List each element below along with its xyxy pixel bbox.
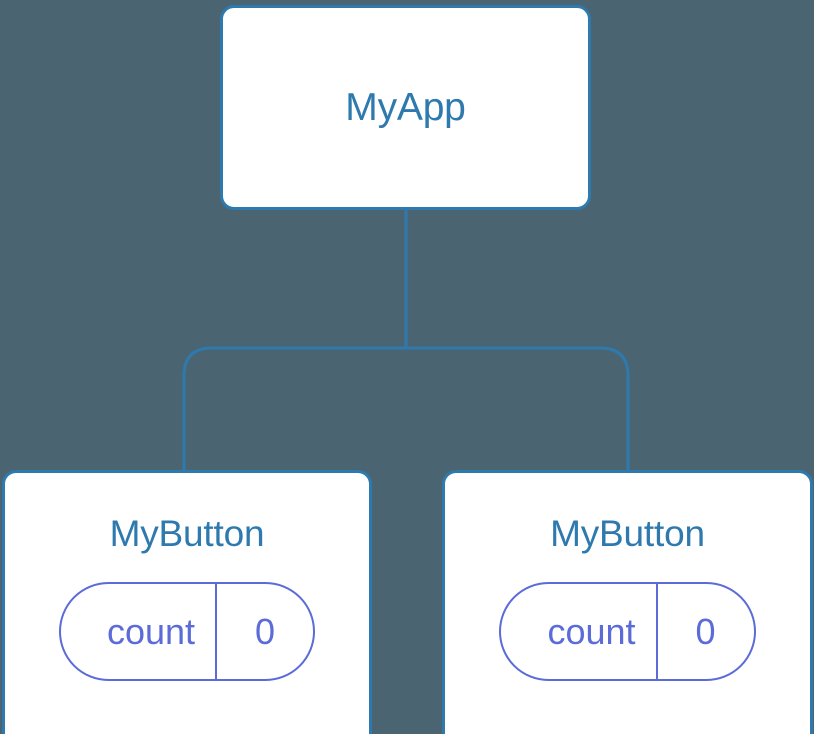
component-node-title: MyButton [109,513,265,554]
state-value-label: 0 [695,610,716,652]
state-value-label: 0 [255,610,276,652]
state-pill-key: count [501,584,655,679]
state-pill-value: 0 [658,584,754,679]
component-node-root[interactable]: MyApp [220,5,591,210]
state-pill-key: count [61,584,215,679]
state-pill-divider [215,584,218,679]
state-pill-value: 0 [217,584,313,679]
state-pill[interactable]: count 0 [58,582,316,681]
component-node-child-1[interactable]: MyButton count 0 [2,470,372,734]
state-pill[interactable]: count 0 [499,582,756,681]
state-key-label: count [547,610,636,652]
connector-branch-left [182,346,406,472]
state-key-label: count [106,610,196,652]
state-pill-divider [655,584,658,679]
component-node-child-2[interactable]: MyButton count 0 [442,470,813,734]
component-node-title: MyButton [550,513,705,554]
component-node-title: MyApp [345,86,466,129]
connector-branch-right [406,346,630,472]
